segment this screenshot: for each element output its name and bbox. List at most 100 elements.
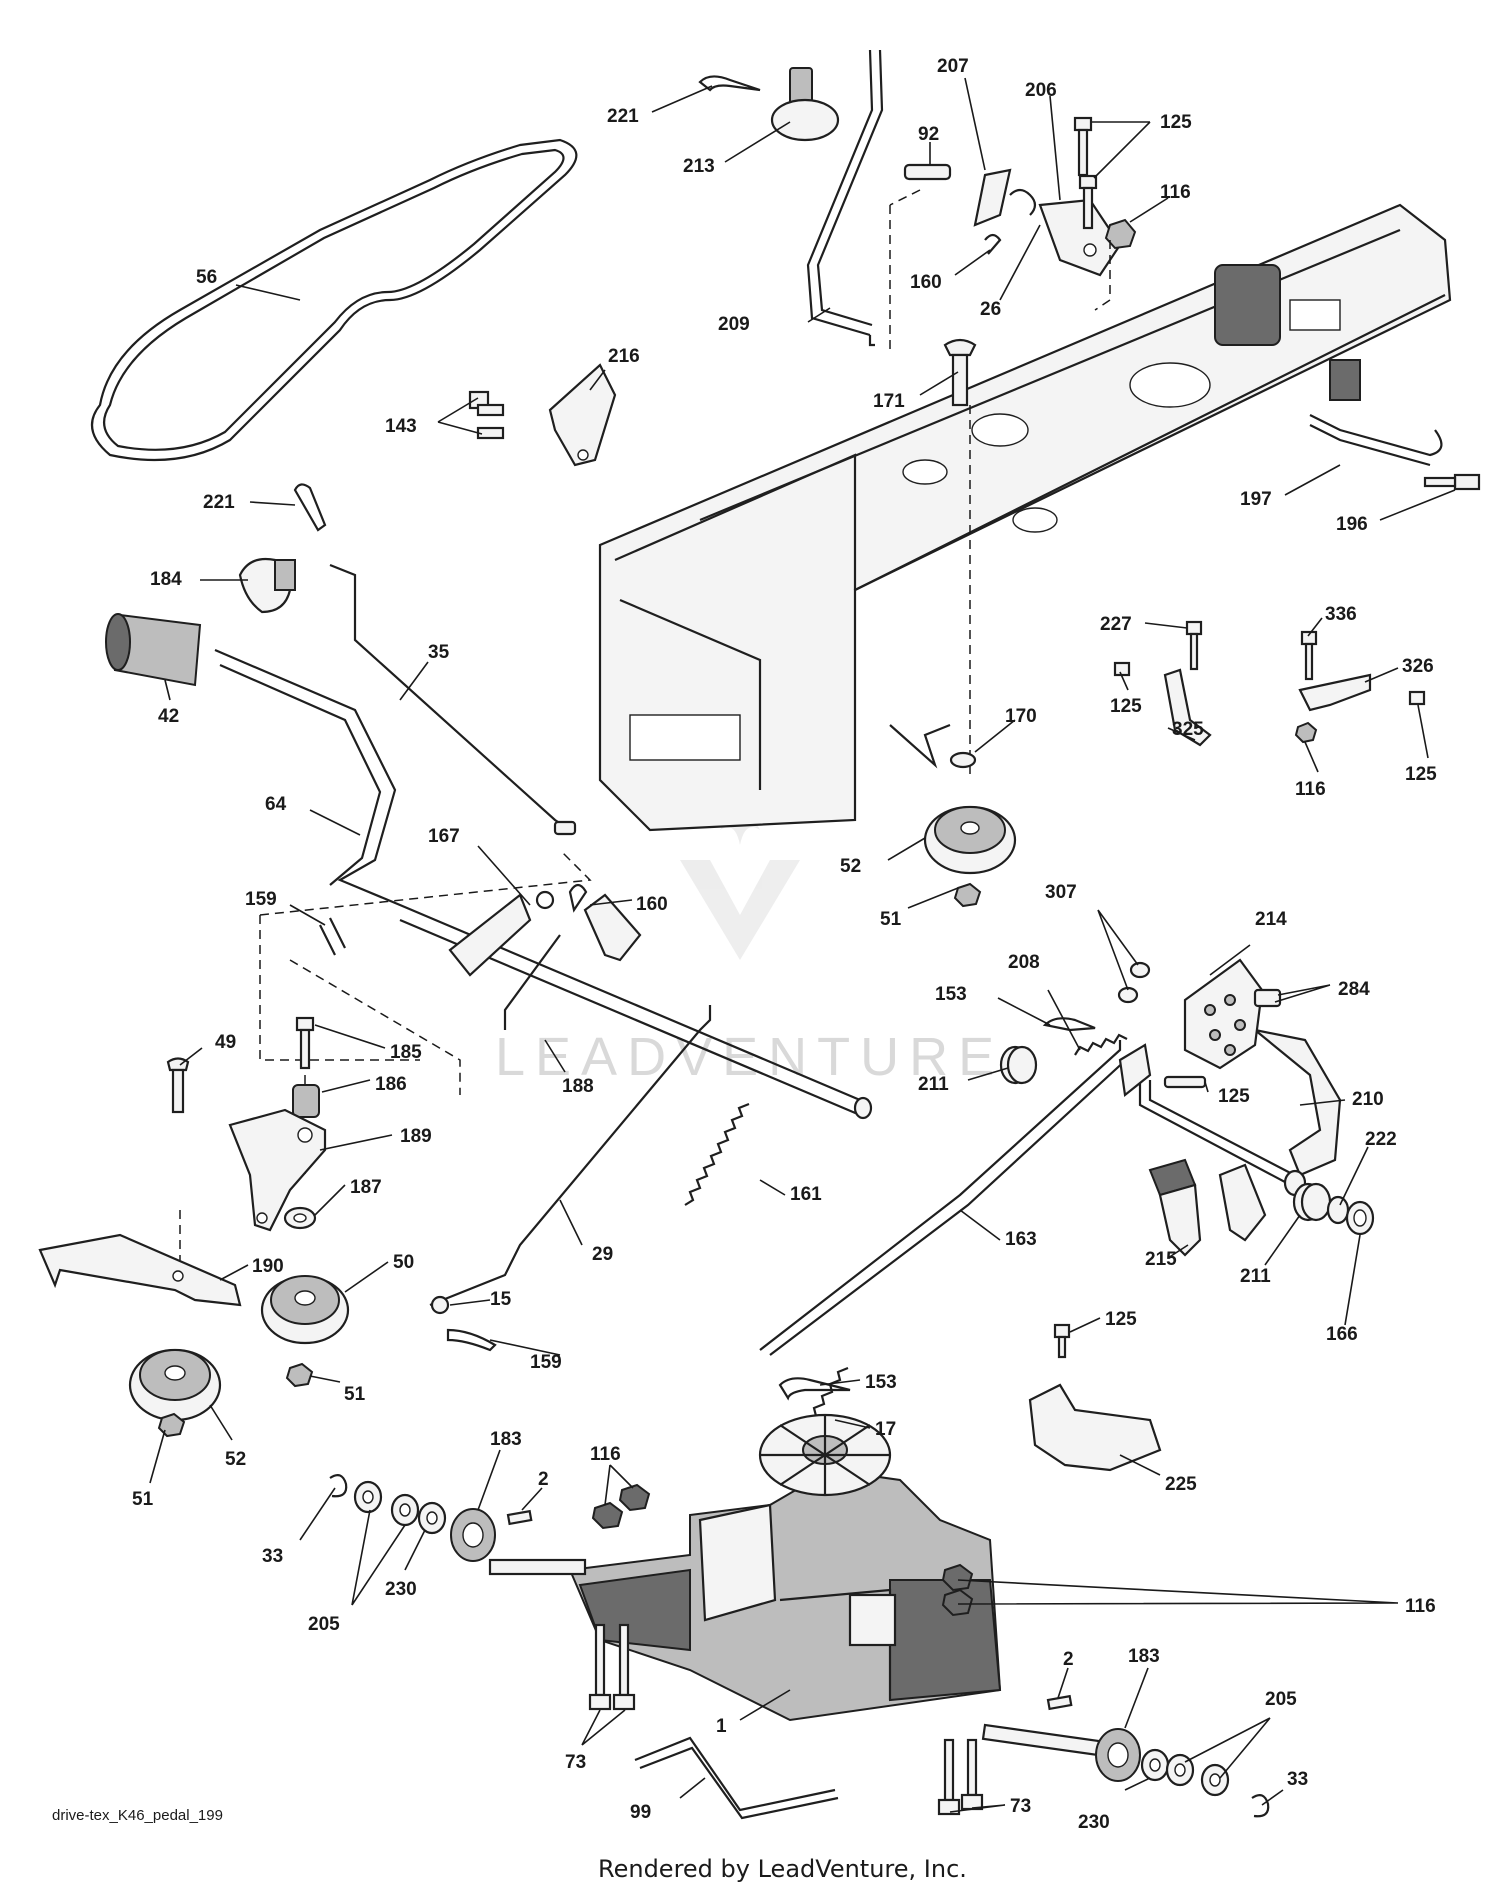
bracket-325 xyxy=(1113,620,1212,747)
callout-143: 143 xyxy=(385,416,417,437)
drive-belt-56 xyxy=(90,138,578,462)
callout-183: 183 xyxy=(490,1429,522,1450)
callout-227: 227 xyxy=(1100,614,1132,635)
callout-73-b: 73 xyxy=(1010,1796,1031,1817)
pulley-50 xyxy=(260,1275,350,1345)
washer-187 xyxy=(283,1206,317,1230)
callout-51-c: 51 xyxy=(132,1489,154,1510)
callout-159: 159 xyxy=(245,889,277,910)
callout-160-b: 160 xyxy=(636,894,668,915)
bushing-211-left xyxy=(999,1045,1038,1085)
callout-325: 325 xyxy=(1172,719,1204,740)
idler-arm-189 xyxy=(228,1108,327,1232)
rod-188 xyxy=(503,934,561,1030)
callout-116-b: 116 xyxy=(1295,779,1326,800)
grip-42 xyxy=(105,613,202,687)
nuts-116-transaxle xyxy=(591,1483,974,1617)
callout-206: 206 xyxy=(1025,80,1057,101)
washers-222-166 xyxy=(1326,1195,1375,1236)
callout-187: 187 xyxy=(350,1177,382,1198)
callout-171: 171 xyxy=(873,391,905,412)
callout-73: 73 xyxy=(565,1752,586,1773)
callout-35: 35 xyxy=(428,642,450,663)
callout-183-b: 183 xyxy=(1128,1646,1160,1667)
callout-125-d: 125 xyxy=(1218,1086,1250,1107)
callout-186: 186 xyxy=(375,1074,407,1095)
watermark-logo xyxy=(680,810,800,960)
callout-205: 205 xyxy=(308,1614,340,1635)
callout-labels: 221 213 207 92 206 125 116 56 160 26 209… xyxy=(132,56,1437,1833)
bracket-216 xyxy=(468,363,617,467)
callout-222: 222 xyxy=(1365,1129,1397,1150)
callout-230-b: 230 xyxy=(1078,1812,1110,1833)
hairpin-clip-221-top xyxy=(698,75,761,92)
callout-29: 29 xyxy=(592,1244,613,1265)
bracket-326 xyxy=(1294,630,1426,744)
callout-221: 221 xyxy=(607,106,639,127)
callout-2: 2 xyxy=(538,1469,549,1490)
callout-33-b: 33 xyxy=(1287,1769,1308,1790)
rod-163 xyxy=(759,1040,1129,1356)
idler-bracket-190 xyxy=(38,1233,242,1307)
callout-33: 33 xyxy=(262,1546,283,1567)
pedal-pad-215 xyxy=(1148,1158,1202,1257)
hairpin-clip-221-mid xyxy=(293,483,327,532)
spring-161 xyxy=(684,1102,750,1206)
callout-163: 163 xyxy=(1005,1229,1037,1250)
callout-188: 188 xyxy=(562,1076,594,1097)
callout-42: 42 xyxy=(158,706,179,727)
callout-2-b: 2 xyxy=(1063,1649,1074,1670)
callout-196: 196 xyxy=(1336,514,1368,535)
callout-64: 64 xyxy=(265,794,287,815)
lift-rod-209 xyxy=(806,49,884,347)
callout-210: 210 xyxy=(1352,1089,1384,1110)
hub-hardware-left xyxy=(329,1474,496,1562)
callout-307: 307 xyxy=(1045,882,1077,903)
clip-159-top xyxy=(319,917,346,956)
callout-185: 185 xyxy=(390,1042,422,1063)
callout-221-b: 221 xyxy=(203,492,235,513)
callout-56: 56 xyxy=(196,267,217,288)
callout-52: 52 xyxy=(840,856,861,877)
clips-284 xyxy=(1253,988,1282,1008)
callout-125-e: 125 xyxy=(1105,1309,1137,1330)
pulley-52-upper xyxy=(923,805,1017,875)
callout-160: 160 xyxy=(910,272,942,293)
callout-205-b: 205 xyxy=(1265,1689,1297,1710)
callout-190: 190 xyxy=(252,1256,284,1277)
shift-rod-35 xyxy=(329,563,577,836)
callout-51-b: 51 xyxy=(344,1384,366,1405)
callout-215: 215 xyxy=(1145,1249,1177,1270)
callout-166: 166 xyxy=(1326,1324,1358,1345)
callout-116-c: 116 xyxy=(590,1444,621,1465)
linkage-bracket xyxy=(448,883,642,977)
nuts-51 xyxy=(157,882,982,1438)
callout-49: 49 xyxy=(215,1032,236,1053)
callout-153: 153 xyxy=(935,984,967,1005)
spring-208 xyxy=(1074,1033,1128,1056)
callout-214: 214 xyxy=(1255,909,1287,930)
bushing-211-right xyxy=(1292,1182,1332,1222)
callout-189: 189 xyxy=(400,1126,432,1147)
callout-225: 225 xyxy=(1165,1474,1197,1495)
pedal-pad-214 xyxy=(1183,958,1264,1070)
callout-208: 208 xyxy=(1008,952,1040,973)
hub-hardware-right xyxy=(1095,1728,1270,1818)
axle-left xyxy=(488,1558,587,1576)
callout-216: 216 xyxy=(608,346,640,367)
callout-15: 15 xyxy=(490,1289,512,1310)
callout-125-b: 125 xyxy=(1110,696,1142,717)
callout-161: 161 xyxy=(790,1184,822,1205)
screws-307 xyxy=(1117,961,1151,1004)
knob-213 xyxy=(770,67,840,142)
callout-207: 207 xyxy=(937,56,969,77)
callout-99: 99 xyxy=(630,1802,651,1823)
knob-184 xyxy=(238,557,296,614)
callout-211-b: 211 xyxy=(1240,1266,1271,1287)
callout-26: 26 xyxy=(980,299,1001,320)
callout-1: 1 xyxy=(716,1716,727,1737)
pulley-52-lower xyxy=(128,1348,222,1422)
callout-211: 211 xyxy=(918,1074,949,1095)
bolts-73-right xyxy=(937,1738,984,1816)
